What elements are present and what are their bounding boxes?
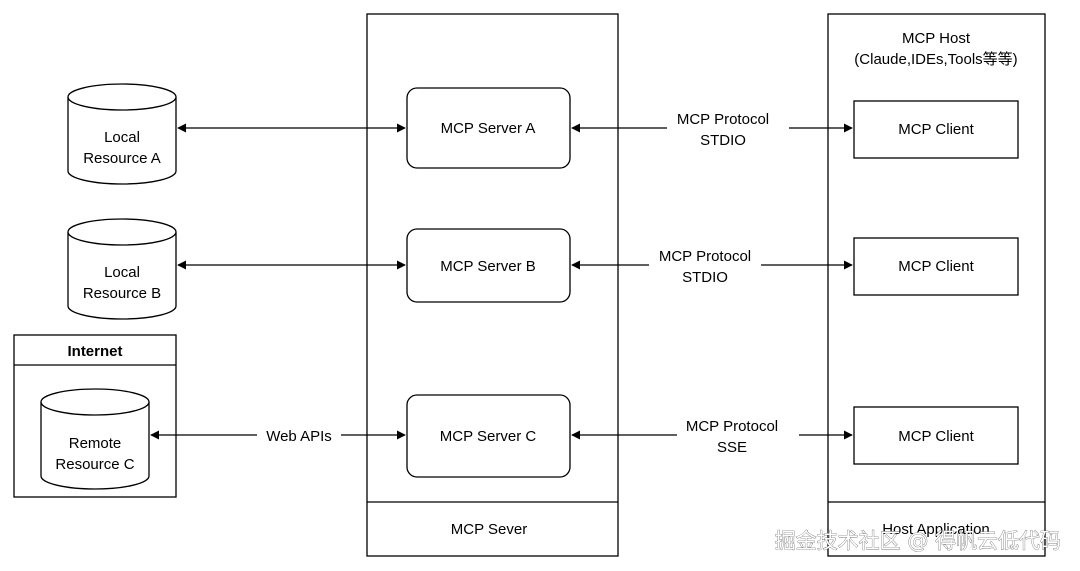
mcp-client-1: MCP Client: [853, 100, 1019, 159]
remote-resource-c-label-2: Resource C: [55, 456, 134, 473]
mcp-client-2-label: MCP Client: [898, 258, 974, 275]
mcp-server-a-box: [406, 87, 571, 169]
link-server-c-client-3: MCP Protocol SSE: [571, 418, 853, 456]
mcp-client-3-label: MCP Client: [898, 428, 974, 445]
mcp-client-1-label: MCP Client: [898, 121, 974, 138]
mcp-server-c-box: [406, 394, 571, 478]
mcp-server-c: MCP Server C: [406, 394, 571, 478]
local-resource-b-top: [67, 218, 177, 246]
local-resource-a-body: [67, 97, 177, 185]
mcp-client-3-box: [853, 406, 1019, 465]
protocol-a-label-1: MCP Protocol: [677, 111, 769, 128]
host-footer-label: Host Application: [882, 521, 990, 538]
protocol-b-label-1: MCP Protocol: [659, 248, 751, 265]
mcp-client-1-box: [853, 100, 1019, 159]
watermark-text: 掘金技术社区 @ 得帆云低代码: [775, 529, 1061, 553]
mcp-client-3: MCP Client: [853, 406, 1019, 465]
local-resource-a-top: [67, 83, 177, 111]
local-resource-b-body: [67, 232, 177, 320]
link-resource-c-server-c: Web APIs: [150, 428, 406, 445]
protocol-b-label-2: STDIO: [682, 269, 728, 286]
internet-title: Internet: [67, 343, 122, 360]
protocol-c-label-1: MCP Protocol: [686, 418, 778, 435]
local-resource-b: Local Resource B: [67, 218, 177, 320]
mcp-server-b: MCP Server B: [406, 228, 571, 303]
mcp-server-a: MCP Server A: [406, 87, 571, 169]
local-resource-a-label-2: Resource A: [83, 150, 161, 167]
mcp-client-2: MCP Client: [853, 237, 1019, 296]
mcp-server-a-label: MCP Server A: [441, 120, 536, 137]
local-resource-b-label-2: Resource B: [83, 285, 161, 302]
host-title-line-2: (Claude,IDEs,Tools等等): [854, 50, 1017, 68]
web-apis-label: Web APIs: [266, 428, 332, 445]
local-resource-a: Local Resource A: [67, 83, 177, 185]
host-title-line-1: MCP Host: [902, 30, 971, 47]
server-panel-label: MCP Sever: [451, 521, 527, 538]
local-resource-a-label-1: Local: [104, 129, 140, 146]
mcp-client-2-box: [853, 237, 1019, 296]
link-server-a-client-1: MCP Protocol STDIO: [571, 111, 853, 149]
protocol-a-label-2: STDIO: [700, 132, 746, 149]
remote-resource-c-top: [40, 388, 150, 416]
mcp-server-b-label: MCP Server B: [440, 258, 536, 275]
mcp-server-b-box: [406, 228, 571, 303]
remote-resource-c-body: [40, 402, 150, 490]
protocol-c-label-2: SSE: [717, 439, 747, 456]
local-resource-b-label-1: Local: [104, 264, 140, 281]
remote-resource-c-label-1: Remote: [69, 435, 122, 452]
mcp-server-c-label: MCP Server C: [440, 428, 537, 445]
remote-resource-c: Remote Resource C: [40, 388, 150, 490]
link-server-b-client-2: MCP Protocol STDIO: [571, 248, 853, 286]
